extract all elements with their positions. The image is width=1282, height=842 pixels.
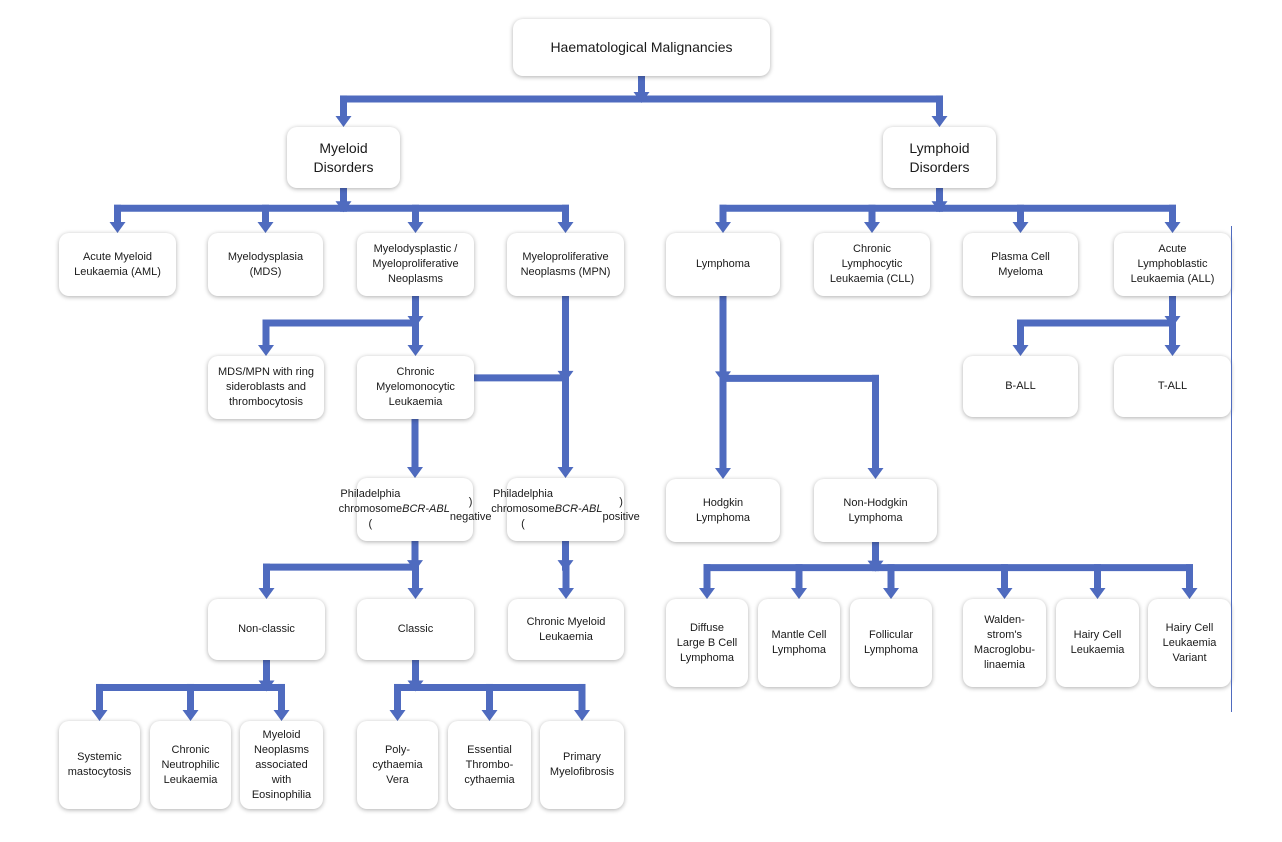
connector-arrowhead [182, 710, 199, 721]
node-essential-thrombocythaemia: Essential Thrombo- cythaemia [448, 721, 531, 809]
connector-arrowhead [557, 222, 574, 233]
node-chronic-lymphocytic-leukaemia: Chronic Lymphocytic Leukaemia (CLL) [814, 233, 930, 296]
connector-junction-arrowhead [1164, 316, 1181, 327]
connector-arrowhead [883, 588, 899, 599]
node-chronic-myelomonocytic-leukaemia: Chronic Myelomonocytic Leukaemia [357, 356, 474, 419]
node-chronic-myeloid-leukaemia: Chronic Myeloid Leukaemia [508, 599, 624, 660]
right-border-line [1231, 226, 1232, 712]
node-non-classic: Non-classic [208, 599, 325, 660]
connector-arrowhead [389, 710, 406, 721]
connector-junction-arrowhead [407, 316, 424, 327]
connector-arrowhead [931, 116, 948, 127]
node-polycythaemia-vera: Poly- cythaemia Vera [357, 721, 438, 809]
node-lymphoid-disorders: Lymphoid Disorders [883, 127, 996, 188]
node-diffuse-large-b-cell-lymphoma: Diffuse Large B Cell Lymphoma [666, 599, 748, 687]
connector-arrowhead [791, 588, 807, 599]
node-lymphoma: Lymphoma [666, 233, 780, 296]
connector-arrowhead [1012, 222, 1029, 233]
connector-arrowhead [574, 710, 590, 721]
node-philadelphia-negative: Philadelphia chromosome (BCR- ABL) negat… [339, 478, 491, 541]
node-plasma-cell-myeloma: Plasma Cell Myeloma [963, 233, 1078, 296]
node-acute-myeloid-leukaemia: Acute Myeloid Leukaemia (AML) [59, 233, 176, 296]
node-myeloid-disorders: Myeloid Disorders [287, 127, 400, 188]
connector-arrowhead [407, 588, 424, 599]
connector-arrowhead [407, 345, 424, 356]
node-systemic-mastocytosis: Systemic mastocytosis [59, 721, 140, 809]
connector-arrowhead [1012, 345, 1029, 356]
connector-junction-arrowhead [715, 371, 731, 383]
connector-junction-arrowhead [407, 560, 423, 572]
node-non-hodgkin-lymphoma: Non-Hodgkin Lymphoma [814, 479, 937, 542]
connector-arrowhead [867, 468, 884, 479]
connector-arrowhead [335, 116, 352, 127]
connector-arrowhead [91, 710, 108, 721]
connector-arrowhead [257, 222, 274, 233]
node-mds-mpn-ring-sideroblasts: MDS/MPN with ring sideroblasts and throm… [208, 356, 324, 419]
connector-arrowhead [1089, 588, 1106, 599]
node-b-all: B-ALL [963, 356, 1078, 417]
node-t-all: T-ALL [1114, 356, 1231, 417]
node-waldenstroms-macroglobulinaemia: Walden- strom's Macroglobu- linaemia [963, 599, 1046, 687]
connector-arrowhead [699, 588, 715, 599]
connector-arrowhead [558, 588, 574, 599]
connector-arrowhead [1164, 345, 1181, 356]
connector-junction-arrowhead [557, 560, 574, 572]
connector-arrowhead [715, 222, 731, 233]
connector-junction-arrowhead [335, 201, 352, 213]
connector-arrowhead [1164, 222, 1181, 233]
connector-junction-arrowhead [633, 91, 650, 103]
node-classic: Classic [357, 599, 474, 660]
node-haematological-malignancies: Haematological Malignancies [513, 19, 770, 76]
node-mantle-cell-lymphoma: Mantle Cell Lymphoma [758, 599, 840, 687]
connector-junction-arrowhead [258, 680, 275, 692]
node-hairy-cell-leukaemia: Hairy Cell Leukaemia [1056, 599, 1139, 687]
connector-junction-arrowhead [931, 201, 948, 213]
node-myelodysplasia: Myelodysplasia (MDS) [208, 233, 323, 296]
node-chronic-neutrophilic-leukaemia: Chronic Neutrophilic Leukaemia [150, 721, 231, 809]
connector-arrowhead [715, 468, 731, 479]
node-hodgkin-lymphoma: Hodgkin Lymphoma [666, 479, 780, 542]
connector-arrowhead [407, 222, 424, 233]
connector-arrowhead [109, 222, 126, 233]
connector-arrowhead [557, 467, 574, 478]
connector-arrowhead [258, 345, 274, 356]
node-follicular-lymphoma: Follicular Lymphoma [850, 599, 932, 687]
node-acute-lymphoblastic-leukaemia: Acute Lymphoblastic Leukaemia (ALL) [1114, 233, 1231, 296]
connector-arrowhead [996, 588, 1013, 599]
connector-arrowhead [864, 222, 880, 233]
node-hairy-cell-leukaemia-variant: Hairy Cell Leukaemia Variant [1148, 599, 1231, 687]
connector-arrowhead [1181, 588, 1198, 599]
connector-arrowhead [481, 710, 498, 721]
node-myeloproliferative-neoplasms: Myeloproliferative Neoplasms (MPN) [507, 233, 624, 296]
connector-arrowhead [258, 588, 275, 599]
connector-arrowhead [407, 467, 423, 478]
connector-junction-arrowhead [867, 560, 884, 572]
connector-junction-arrowhead [407, 680, 424, 692]
connector-arrowhead [273, 710, 290, 721]
node-philadelphia-positive: Philadelphia chromosome (BCR- ABL) posit… [491, 478, 640, 541]
node-primary-myelofibrosis: Primary Myelofibrosis [540, 721, 624, 809]
connector-junction-arrowhead [557, 370, 574, 382]
node-myeloid-neoplasms-eosinophilia: Myeloid Neoplasms associated with Eosino… [240, 721, 323, 809]
node-mds-mpn: Myelodysplastic / Myeloproliferative Neo… [357, 233, 474, 296]
